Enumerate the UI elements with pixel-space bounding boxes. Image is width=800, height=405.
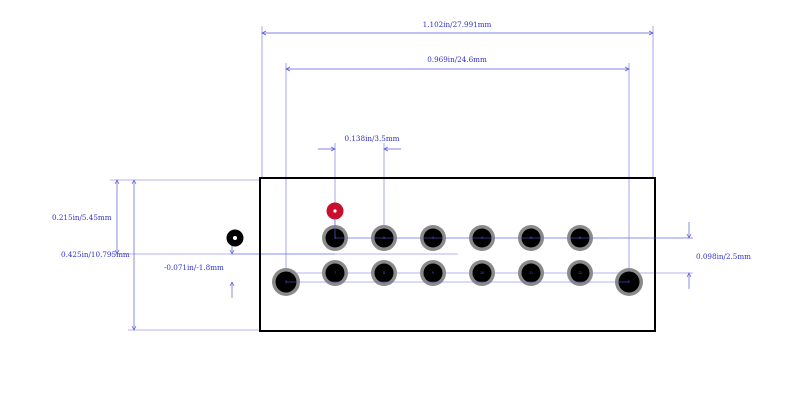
dim-pin-pitch-label: 0.138in/3.5mm (345, 134, 400, 143)
dim-row-pitch: 0.098in/2.5mm (286, 222, 751, 289)
pin-label: 8 (383, 271, 385, 275)
arrow-head (114, 179, 120, 185)
arrow-head (648, 30, 654, 36)
pin-core (423, 263, 443, 283)
dim-body-height: 0.425in/10.795mm (61, 179, 260, 331)
pin-core (325, 263, 345, 283)
dim-pin1-offset-label: 0.215in/5.45mm (52, 213, 112, 222)
pin-core (521, 263, 541, 283)
arrow-head (229, 249, 235, 255)
pin-label: 12 (578, 271, 582, 275)
pin-core (570, 263, 590, 283)
locating-hole-marker-dot (233, 236, 237, 240)
pin-10: 10 (469, 260, 495, 286)
arrow-head (686, 272, 692, 278)
arrow-head (285, 66, 291, 72)
pin-8: 8 (371, 260, 397, 286)
pin-12: 12 (567, 260, 593, 286)
arrow-head (261, 30, 267, 36)
arrow-head (131, 179, 137, 185)
pin-11: 11 (518, 260, 544, 286)
arrow-head (330, 146, 336, 152)
dim-mount-pitch: 0.969in/24.6mm (285, 55, 630, 282)
arrow-head (383, 146, 389, 152)
dim-mount-pitch-label: 0.969in/24.6mm (427, 55, 487, 64)
arrow-head (229, 281, 235, 287)
component-outline (259, 177, 656, 332)
pin-label: 10 (480, 271, 484, 275)
dim-hole-offset-label: -0.071in/-1.8mm (164, 263, 224, 272)
pin-core (472, 263, 492, 283)
pin-label: 7 (334, 271, 336, 275)
dim-pin-pitch: 0.138in/3.5mm (318, 134, 401, 238)
pin-label: 9 (432, 271, 434, 275)
pin-7: 7 (322, 260, 348, 286)
dim-body-height-label: 0.425in/10.795mm (61, 250, 130, 259)
dim-pin1-offset: 0.215in/5.45mm (52, 179, 335, 255)
arrow-head (114, 249, 120, 255)
pin-core (374, 263, 394, 283)
arrow-head (624, 66, 630, 72)
pin1-marker-dot (333, 209, 337, 213)
dim-overall-width-label: 1.102in/27.991mm (423, 20, 492, 29)
pin-label: 11 (529, 271, 533, 275)
arrow-head (131, 325, 137, 331)
dim-row-pitch-label: 0.098in/2.5mm (696, 252, 751, 261)
pin-9: 9 (420, 260, 446, 286)
dim-overall-width: 1.102in/27.991mm (261, 20, 654, 178)
dim-hole-offset: -0.071in/-1.8mm (164, 238, 458, 298)
